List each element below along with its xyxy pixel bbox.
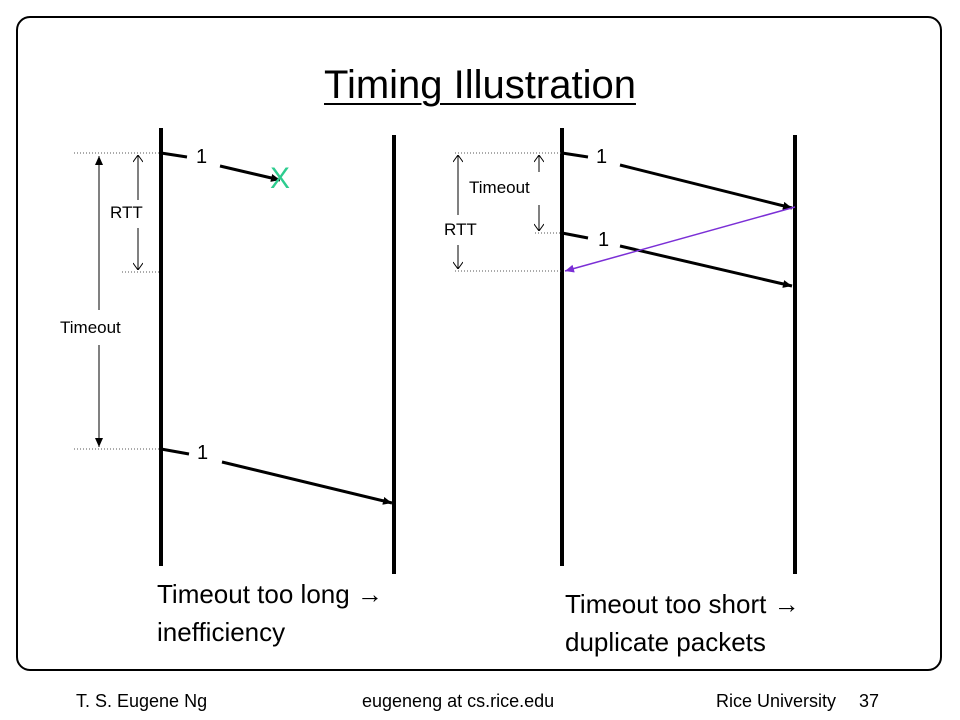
right-packet-retransmit-tick (561, 231, 589, 240)
right-rtt-label: RTT (442, 220, 479, 240)
slide-title: Timing Illustration (324, 63, 636, 107)
left-packet-retransmit-arrow (221, 460, 393, 505)
right-timeout-label: Timeout (467, 178, 532, 198)
footer-author: T. S. Eugene Ng (76, 691, 208, 711)
right-packet-first-arrow (619, 163, 793, 210)
left-caption-line1: Timeout too long → (157, 579, 383, 609)
left-rtt-label: RTT (108, 203, 145, 223)
left-timeout-label: Timeout (58, 318, 123, 338)
right-packet-first-label: 1 (596, 146, 608, 168)
left-lost-marker: X (270, 162, 291, 195)
right-caption-line2: duplicate packets (565, 627, 766, 657)
left-packet-retransmit-tick (160, 447, 190, 456)
footer-institution: Rice University (716, 691, 837, 711)
right-packet-first-tick (561, 151, 589, 159)
left-packet-first-label: 1 (196, 146, 208, 168)
left-packet-retransmit-label: 1 (197, 442, 209, 464)
footer-page-number: 37 (859, 691, 880, 711)
left-packet-first-arrow (219, 164, 281, 182)
slide-frame (16, 16, 942, 671)
left-packet-first-tick (160, 151, 188, 159)
right-caption-line1: Timeout too short → (565, 589, 800, 619)
right-ack-arrow (564, 206, 796, 273)
right-packet-retransmit-arrow (619, 244, 793, 288)
left-caption-line2: inefficiency (157, 617, 286, 647)
footer-email: eugeneng at cs.rice.edu (362, 691, 555, 711)
right-packet-retransmit-label: 1 (598, 229, 610, 251)
